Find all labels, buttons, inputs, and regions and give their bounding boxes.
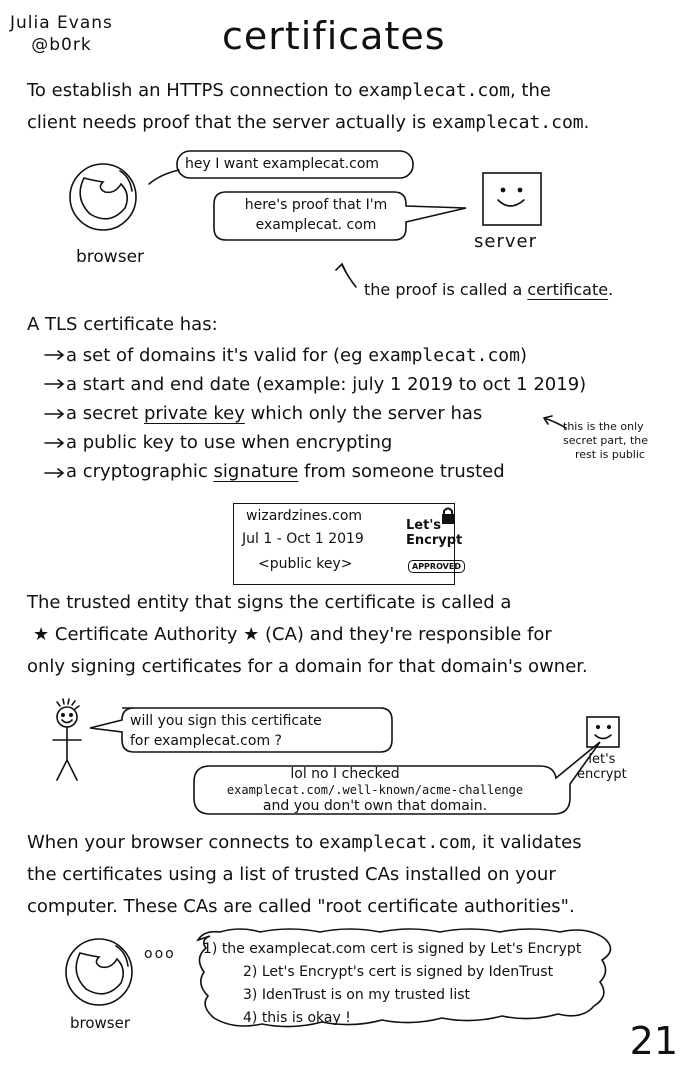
person-icon bbox=[52, 698, 82, 781]
browser-label: browser bbox=[76, 247, 145, 267]
firefox-icon-2 bbox=[65, 938, 133, 1006]
private-key-note: this is the only secret part, the rest i… bbox=[563, 420, 649, 461]
thought-dots: ooo bbox=[144, 946, 176, 962]
approved-stamp: APPROVED bbox=[408, 560, 465, 573]
ask-text: will you sign this certificate for examp… bbox=[130, 713, 322, 749]
star-icon: ★ bbox=[33, 624, 50, 645]
arrow-icon-side bbox=[543, 415, 567, 429]
intro-paragraph: To establish an HTTPS connection to exam… bbox=[27, 80, 590, 133]
speech-bubble-server bbox=[213, 191, 467, 241]
tls-heading: A TLS certificate has: bbox=[27, 314, 218, 335]
browser-label-2: browser bbox=[70, 1014, 131, 1032]
firefox-icon bbox=[69, 163, 137, 231]
server-icon bbox=[482, 172, 542, 226]
list-item: a secret private key which only the serv… bbox=[66, 403, 483, 424]
server-label: server bbox=[474, 231, 537, 252]
tls-bullet-list: a set of domains it's valid for (eg exam… bbox=[66, 341, 586, 486]
cert-domain: wizardzines.com bbox=[246, 508, 363, 524]
author-handle: @b0rk bbox=[31, 35, 92, 55]
speech-bubble-ask bbox=[89, 707, 393, 753]
cert-key: <public key> bbox=[258, 556, 353, 572]
speech-bubble-reply bbox=[193, 741, 601, 815]
list-item: a start and end date (example: july 1 20… bbox=[66, 374, 587, 395]
bubble-client-text: hey I want examplecat.com bbox=[185, 156, 380, 172]
reply-text: lol no I checked examplecat.com/.well-kn… bbox=[226, 766, 524, 814]
author-name: Julia Evans bbox=[10, 13, 113, 33]
ca-paragraph: The trusted entity that signs the certif… bbox=[27, 592, 588, 677]
author-credit: Julia Evans @b0rk bbox=[10, 12, 113, 56]
list-item: a cryptographic signature from someone t… bbox=[66, 461, 505, 482]
validation-paragraph: When your browser connects to examplecat… bbox=[27, 832, 582, 917]
thought-bubble bbox=[196, 928, 612, 1028]
speech-bubble-client bbox=[148, 150, 414, 185]
cert-dates: Jul 1 - Oct 1 2019 bbox=[242, 531, 364, 547]
bubble-server-text: here's proof that I'm examplecat. com bbox=[244, 197, 388, 233]
cert-issuer: Let's Encrypt bbox=[406, 518, 463, 548]
list-item: a public key to use when encrypting bbox=[66, 432, 393, 453]
list-item: a set of domains it's valid for (eg exam… bbox=[66, 345, 527, 366]
bullet-arrows bbox=[44, 350, 65, 478]
star-icon: ★ bbox=[243, 624, 260, 645]
lock-icon bbox=[442, 507, 454, 524]
validation-steps: 1) the examplecat.com cert is signed by … bbox=[203, 941, 582, 1026]
page-title: certificates bbox=[222, 14, 446, 58]
arrow-icon bbox=[335, 262, 357, 288]
certificate-note: the proof is called a certificate. bbox=[364, 280, 614, 299]
lets-encrypt-label: let's encrypt bbox=[577, 752, 627, 782]
lets-encrypt-icon bbox=[586, 716, 620, 748]
certificate-card: wizardzines.com Jul 1 - Oct 1 2019 <publ… bbox=[233, 503, 465, 585]
page-number: 21 bbox=[629, 1019, 678, 1063]
